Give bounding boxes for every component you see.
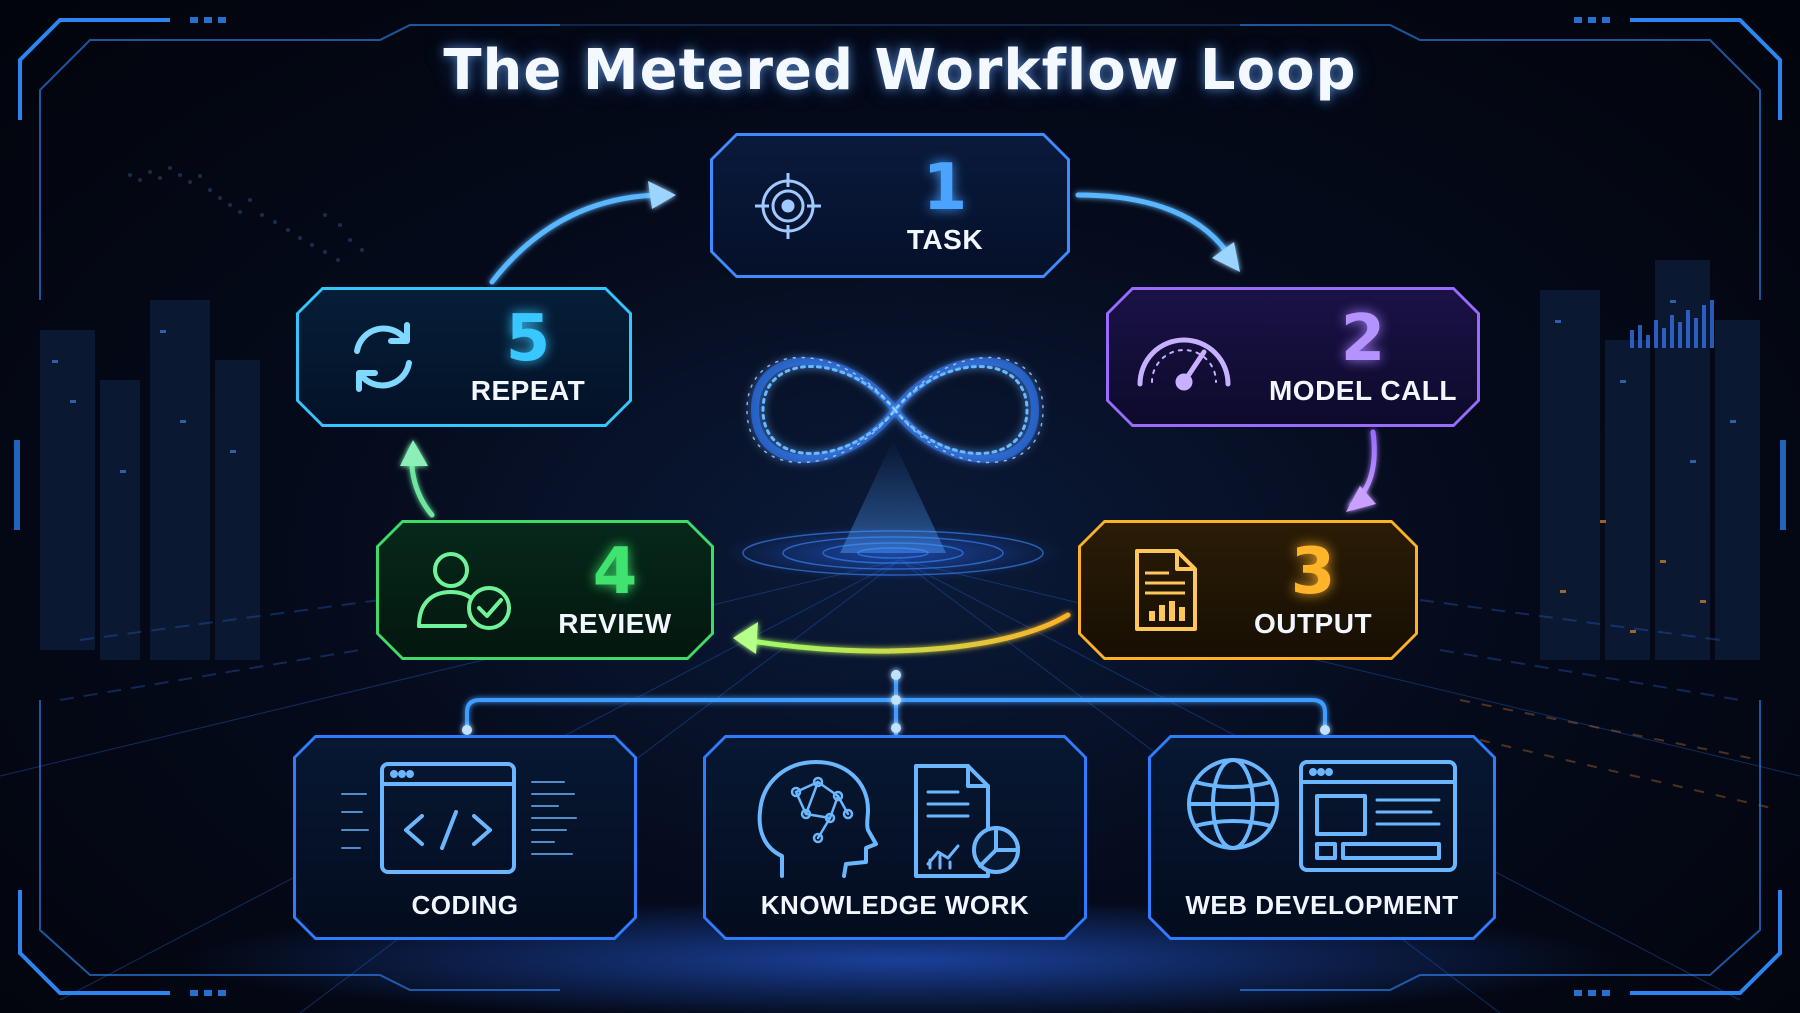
- category-knowledge-work: KNOWLEDGE WORK: [703, 735, 1087, 940]
- step-number: 2: [1340, 302, 1386, 376]
- step-task: 1 TASK: [710, 133, 1070, 278]
- category-label: KNOWLEDGE WORK: [760, 890, 1030, 920]
- step-repeat: 5 REPEAT: [296, 287, 632, 427]
- step-label: REVIEW: [558, 608, 672, 639]
- step-label: TASK: [906, 223, 984, 255]
- step-number: 4: [592, 535, 638, 609]
- step-label: REPEAT: [470, 375, 586, 406]
- speedometer-icon: [1109, 322, 1249, 392]
- step-number: 1: [922, 150, 968, 225]
- category-web-development: WEB DEVELOPMENT: [1148, 735, 1496, 940]
- refresh-icon: [299, 317, 453, 397]
- category-label: CODING: [411, 890, 519, 920]
- step-label: OUTPUT: [1253, 608, 1373, 639]
- page-title: The Metered Workflow Loop: [443, 38, 1357, 103]
- category-coding: CODING: [293, 735, 637, 940]
- arrow-review-to-repeat: [409, 447, 435, 518]
- code-window-icon: [296, 752, 634, 882]
- step-output: 3 OUTPUT: [1078, 520, 1418, 660]
- target-icon: [713, 171, 863, 241]
- step-model-call: 2 MODEL CALL: [1106, 287, 1480, 427]
- infinity-icon: [746, 356, 1044, 464]
- step-number: 5: [505, 302, 551, 376]
- arrow-task-to-model: [1075, 192, 1235, 263]
- arrow-repeat-to-task: [489, 192, 668, 285]
- category-label: WEB DEVELOPMENT: [1185, 890, 1459, 920]
- arrow-model-to-output: [1349, 429, 1377, 508]
- step-review: 4 REVIEW: [376, 520, 714, 660]
- arrow-output-to-review: [742, 612, 1071, 654]
- user-check-icon: [379, 548, 535, 632]
- globe-webpage-icon: [1151, 752, 1493, 882]
- report-document-icon: [1081, 547, 1231, 633]
- step-label: MODEL CALL: [1268, 375, 1458, 406]
- brain-document-icon: [706, 752, 1084, 882]
- step-number: 3: [1290, 535, 1336, 609]
